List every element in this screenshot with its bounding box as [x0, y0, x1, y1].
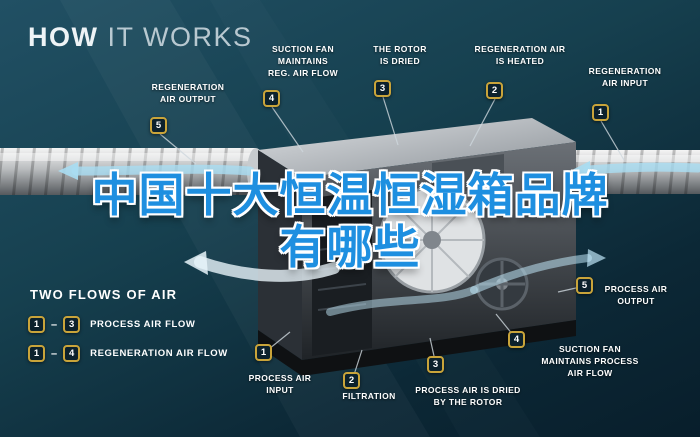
rotor [378, 186, 486, 294]
legend-heading: TWO FLOWS OF AIR [30, 287, 178, 302]
overlay-text-line1: 中国十大恒温恒湿箱品牌 [91, 169, 609, 221]
air-flow-arrows [58, 161, 700, 316]
callout-label-regeneration-air-output: REGENERATION AIR OUTPUT [151, 82, 225, 104]
callout-label-process-air-output: PROCESS AIR OUTPUT [604, 284, 668, 306]
callout-label-regeneration-air-heated: REGENERATION AIR IS HEATED [474, 44, 566, 66]
callout-label-rotor-is-dried: THE ROTOR IS DRIED [373, 44, 427, 66]
callout-badge-4-suction-fan-reg: 4 [263, 90, 280, 107]
callout-badge-1-regeneration-input: 1 [592, 104, 609, 121]
legend-badge-from: 1 [28, 345, 45, 362]
callout-label-process-air-dried: PROCESS AIR IS DRIED BY THE ROTOR [415, 385, 521, 407]
page-title: HOW IT WORKS [28, 22, 253, 53]
legend-label: REGENERATION AIR FLOW [90, 348, 228, 359]
heater-box [432, 154, 504, 195]
callout-label-filtration: FILTRATION [342, 391, 396, 401]
machine-base [258, 320, 576, 376]
callout-badge-2-filtration: 2 [343, 372, 360, 389]
machine-top-face [258, 118, 576, 178]
callout-badge-2-air-heated: 2 [486, 82, 503, 99]
callout-badge-4-suction-fan-process: 4 [508, 331, 525, 348]
machine-body [258, 118, 576, 376]
callout-label-process-air-input: PROCESS AIR INPUT [248, 373, 312, 395]
callout-badge-1-process-input: 1 [255, 344, 272, 361]
title-word-how: HOW [28, 22, 99, 52]
legend-range-dash: – [51, 318, 58, 331]
legend-badge-from: 1 [28, 316, 45, 333]
legend-badge-to: 3 [63, 316, 81, 333]
callout-label-suction-fan-process-air: SUCTION FAN MAINTAINS PROCESS AIR FLOW [541, 344, 639, 378]
machine-left-face [258, 150, 302, 360]
legend-range-dash: – [51, 347, 58, 360]
legend-label: PROCESS AIR FLOW [90, 319, 196, 330]
callout-label-regeneration-air-input: REGENERATION AIR INPUT [588, 66, 662, 88]
legend-row-regeneration-air-flow: 1 – 4 REGENERATION AIR FLOW [28, 345, 228, 362]
callout-badge-5-regeneration-output: 5 [150, 117, 167, 134]
callout-badge-3-rotor-dried: 3 [374, 80, 391, 97]
legend-row-process-air-flow: 1 – 3 PROCESS AIR FLOW [28, 316, 195, 333]
title-word-it-works: IT WORKS [107, 22, 253, 52]
legend-badge-to: 4 [63, 345, 81, 362]
callout-label-suction-fan-reg-air: SUCTION FAN MAINTAINS REG. AIR FLOW [267, 44, 339, 78]
callout-badge-5-process-output: 5 [576, 277, 593, 294]
callout-badge-3-process-dried: 3 [427, 356, 444, 373]
overlay-text-line2: 有哪些 [279, 221, 421, 273]
